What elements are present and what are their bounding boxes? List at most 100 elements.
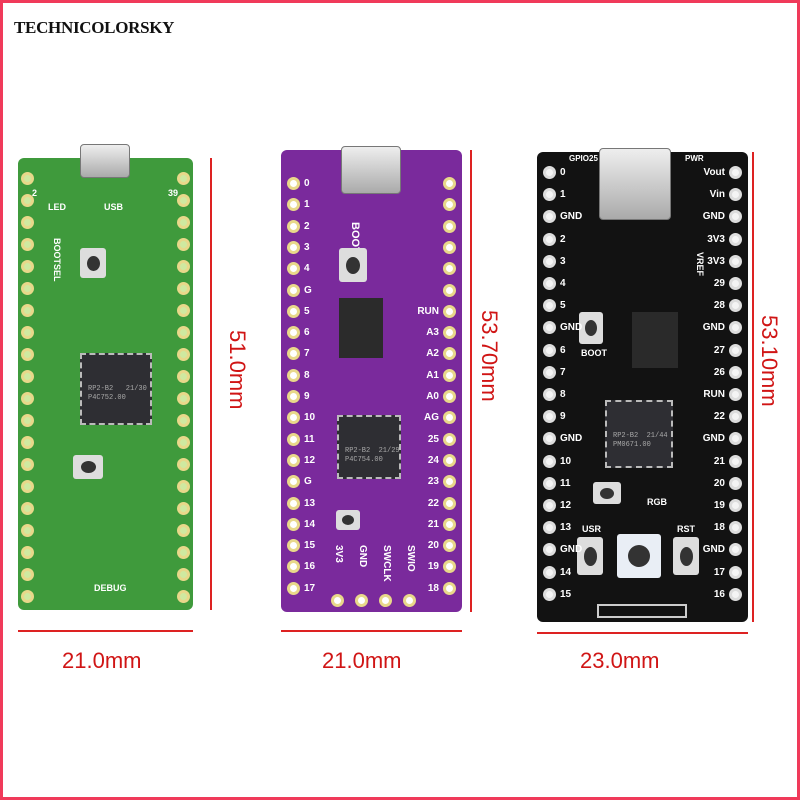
pin-pad bbox=[443, 240, 456, 254]
pin-label: SWCLK bbox=[381, 545, 392, 582]
pin-label: 8 bbox=[304, 369, 310, 381]
pin-pad bbox=[729, 454, 742, 468]
pin-pad bbox=[21, 458, 34, 471]
pin-pad bbox=[287, 304, 300, 318]
pin-label: 0 bbox=[304, 178, 310, 189]
pin-pad bbox=[443, 390, 456, 403]
pin-label: GND bbox=[560, 433, 583, 445]
pin-label: 3 bbox=[560, 255, 566, 267]
rst-button[interactable] bbox=[673, 537, 699, 575]
pin-pad bbox=[287, 347, 300, 361]
pin-pad bbox=[443, 432, 456, 446]
pin-label: RUN bbox=[703, 389, 725, 400]
pin-label: 15 bbox=[560, 588, 572, 600]
pico-board: LED USB 2 39 BOOTSEL RP2-B2 21/30 P4C752… bbox=[18, 144, 193, 610]
rst-label: RST bbox=[677, 524, 695, 534]
pin-pad bbox=[729, 343, 742, 357]
pin-pad bbox=[443, 177, 456, 190]
width-label-2: 21.0mm bbox=[322, 648, 402, 673]
boot-button[interactable] bbox=[579, 312, 603, 344]
pin-label: 19 bbox=[427, 561, 439, 573]
pin-pad bbox=[287, 496, 300, 510]
pin-pad bbox=[729, 476, 742, 490]
pin-pad bbox=[21, 370, 34, 383]
pin-label: GND bbox=[702, 322, 725, 334]
pin-label: GND bbox=[702, 544, 725, 556]
pin-pad bbox=[21, 524, 34, 537]
pin-pad bbox=[287, 390, 300, 403]
pin-pad bbox=[729, 232, 742, 246]
pin-pad bbox=[729, 166, 742, 179]
pin-label: 24 bbox=[427, 454, 439, 466]
pin-pad bbox=[729, 277, 742, 290]
pin-pad bbox=[403, 594, 416, 607]
flash-chip bbox=[632, 312, 678, 368]
pin-pad bbox=[543, 365, 556, 379]
pin-pad bbox=[729, 587, 742, 601]
pin-label: 6 bbox=[560, 344, 566, 356]
pin-pad bbox=[729, 321, 742, 335]
rp2040-chip: RP2-B2 21/30 P4C752.00 bbox=[80, 353, 152, 425]
pin-label: 3V3 bbox=[707, 233, 725, 245]
pin-label: 3V3 bbox=[333, 545, 344, 563]
pin-pad bbox=[177, 524, 190, 537]
pin-label: 20 bbox=[427, 540, 439, 552]
pin-label: 14 bbox=[304, 518, 316, 530]
pin-label: 2 bbox=[304, 220, 310, 232]
pin-label: 7 bbox=[560, 366, 566, 378]
pin-label: GND bbox=[560, 211, 583, 223]
pin-pad bbox=[543, 388, 556, 401]
pin-pad bbox=[177, 194, 190, 207]
pin-pad bbox=[729, 365, 742, 379]
pin-label: 10 bbox=[304, 412, 316, 424]
pin-pad bbox=[729, 521, 742, 535]
usr-label: USR bbox=[582, 524, 602, 534]
pin-label: 10 bbox=[560, 455, 572, 467]
rp2040-chip: RP2-B2 21/29 P4C754.00 bbox=[337, 415, 401, 479]
pin-pad bbox=[287, 240, 300, 254]
rgb-led bbox=[617, 534, 661, 578]
pin-pad bbox=[543, 254, 556, 268]
pin-label: GND bbox=[560, 322, 583, 334]
pin-pad bbox=[177, 172, 190, 185]
pin-pad bbox=[287, 411, 300, 425]
pin-pad bbox=[543, 277, 556, 290]
pin-pad bbox=[443, 347, 456, 361]
pin-label: 6 bbox=[304, 327, 310, 339]
pin-pad bbox=[21, 392, 34, 405]
pin-pad bbox=[543, 210, 556, 224]
pin-pad bbox=[287, 198, 300, 212]
bootsel-button[interactable] bbox=[80, 248, 106, 278]
pin-pad bbox=[177, 480, 190, 493]
pin-pad bbox=[543, 565, 556, 579]
pin-label: G bbox=[304, 284, 312, 296]
pin39-label: 39 bbox=[168, 188, 179, 198]
width-dim-line-1 bbox=[18, 630, 193, 632]
width-label-1: 21.0mm bbox=[62, 648, 142, 673]
pin-label: RUN bbox=[417, 305, 439, 317]
pin-pad bbox=[287, 539, 300, 553]
pin-pad bbox=[21, 216, 34, 229]
pin-label: 4 bbox=[560, 278, 566, 289]
pin-label: 26 bbox=[713, 366, 725, 378]
pin-pad bbox=[287, 475, 300, 489]
pin-pad bbox=[443, 496, 456, 510]
pin-pad bbox=[21, 172, 34, 185]
pin-pad bbox=[543, 543, 556, 557]
purple-board: BOOTSEL RP2-B2 21/29 P4C754.00 01234G5RU… bbox=[281, 146, 462, 612]
pin-label: GND bbox=[702, 433, 725, 445]
height-dim-line-2 bbox=[470, 150, 472, 612]
crystal bbox=[336, 510, 360, 530]
pin-pad bbox=[21, 304, 34, 317]
height-label-3: 53.10mm bbox=[757, 315, 782, 407]
boot-label: BOOT bbox=[581, 348, 607, 358]
pin-label: G bbox=[304, 476, 312, 488]
pin-pad bbox=[729, 543, 742, 557]
pin-label: GND bbox=[357, 545, 368, 568]
usr-button[interactable] bbox=[577, 537, 603, 575]
bootsel-button[interactable] bbox=[339, 248, 367, 282]
pin-pad bbox=[177, 238, 190, 251]
pin-label: A1 bbox=[426, 369, 439, 381]
pin-label: 20 bbox=[713, 477, 725, 489]
pin-pad bbox=[21, 348, 34, 361]
